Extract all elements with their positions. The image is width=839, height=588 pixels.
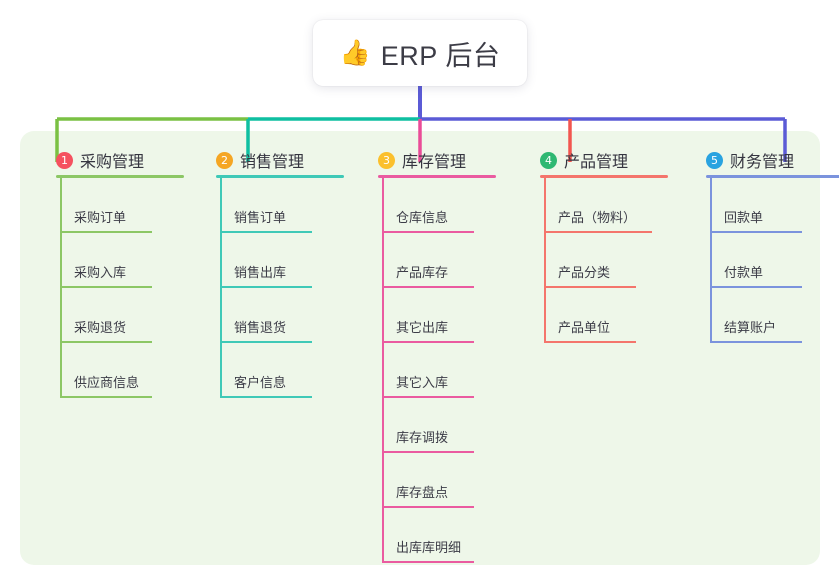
branch-leaf-item[interactable]: 付款单 [710,233,802,288]
branch-underline [378,175,496,178]
branch-number-badge: 2 [216,151,233,169]
branch-leaf-item[interactable]: 库存盘点 [382,453,474,508]
branch-leaf-item[interactable]: 结算账户 [710,288,802,343]
branch-leaf-label: 销售订单 [234,210,287,225]
branch-leaf-item[interactable]: 产品（物料） [544,178,652,233]
branch-leaf-underline [710,231,802,233]
branch-leaf-item[interactable]: 客户信息 [220,343,312,398]
branch-leaf-item[interactable]: 其它出库 [382,288,474,343]
branch-underline [540,175,668,178]
branch-header-5[interactable]: 5 财务管理 [706,148,794,172]
branch-leaf-underline [220,286,312,288]
branch-leaf-label: 销售退货 [234,320,287,335]
branch-leaf-label: 产品单位 [558,320,611,335]
branch-header-2[interactable]: 2 销售管理 [216,148,304,172]
branch-leaf-underline [382,506,474,508]
branch-leaf-label: 付款单 [724,265,764,280]
branch-header-3[interactable]: 3 库存管理 [378,148,466,172]
branch-leaf-label: 结算账户 [724,320,777,335]
branch-leaf-label: 采购订单 [74,210,127,225]
branch-header-1[interactable]: 1 采购管理 [56,148,144,172]
branch-leaf-item[interactable]: 产品分类 [544,233,636,288]
branch-leaf-underline [60,341,152,343]
branch-leaf-label: 产品（物料） [558,210,637,225]
branch-leaf-underline [710,341,802,343]
branch-number-badge: 5 [706,151,723,169]
branch-title: 财务管理 [730,154,795,171]
branch-leaf-underline [544,341,636,343]
branch-leaf-label: 其它入库 [396,375,449,390]
branch-leaf-underline [382,341,474,343]
branch-title: 产品管理 [564,154,629,171]
branch-spine [710,178,712,343]
branch-number-badge: 4 [540,151,557,169]
branch-leaf-label: 采购退货 [74,320,127,335]
branch-leaf-underline [544,231,652,233]
branch-leaf-item[interactable]: 供应商信息 [60,343,152,398]
branch-leaf-item[interactable]: 产品单位 [544,288,636,343]
branch-leaf-item[interactable]: 采购退货 [60,288,152,343]
root-node-title: ERP 后台 [380,40,501,71]
branch-leaf-label: 产品分类 [558,265,611,280]
branch-leaf-item[interactable]: 销售退货 [220,288,312,343]
branch-underline [216,175,344,178]
branch-leaf-label: 客户信息 [234,375,287,390]
branch-leaf-underline [382,451,474,453]
branch-leaf-item[interactable]: 销售出库 [220,233,312,288]
branch-leaf-label: 其它出库 [396,320,449,335]
branch-leaf-label: 出库库明细 [396,540,462,555]
branch-leaf-item[interactable]: 回款单 [710,178,802,233]
branch-leaf-underline [382,231,474,233]
branch-columns: 1 采购管理采购订单采购入库采购退货供应商信息 2 销售管理销售订单销售出库销售退货客… [20,131,839,565]
branch-leaf-item[interactable]: 库存调拨 [382,398,474,453]
branch-number-badge: 1 [56,151,73,169]
branch-header-4[interactable]: 4 产品管理 [540,148,628,172]
branch-leaf-underline [382,286,474,288]
branch-leaf-item[interactable]: 仓库信息 [382,178,474,233]
branch-leaf-item[interactable]: 销售订单 [220,178,312,233]
branch-leaf-item[interactable]: 采购订单 [60,178,152,233]
root-node[interactable]: 👍 ERP 后台 [313,20,527,86]
branch-underline [706,175,839,178]
branch-leaf-label: 仓库信息 [396,210,449,225]
branch-title: 库存管理 [402,154,467,171]
branch-leaf-underline [60,286,152,288]
branch-leaf-label: 库存盘点 [396,485,449,500]
branch-leaf-label: 采购入库 [74,265,127,280]
root-node-content: 👍 ERP 后台 [340,34,501,73]
branch-leaf-underline [220,341,312,343]
branch-leaf-item[interactable]: 采购入库 [60,233,152,288]
branch-title: 销售管理 [240,154,305,171]
branch-spine [220,178,222,398]
branch-leaf-item[interactable]: 出库库明细 [382,508,474,563]
branch-underline [56,175,184,178]
branch-leaf-label: 库存调拨 [396,430,449,445]
branch-number-badge: 3 [378,151,395,169]
branch-panel [20,131,820,565]
branch-leaf-underline [382,561,474,563]
branch-leaf-label: 供应商信息 [74,375,140,390]
branch-spine [382,178,384,563]
branch-leaf-underline [544,286,636,288]
branch-leaf-item[interactable]: 产品库存 [382,233,474,288]
branch-leaf-underline [60,396,152,398]
branch-leaf-label: 销售出库 [234,265,287,280]
thumbs-up-icon: 👍 [339,38,371,67]
branch-leaf-label: 回款单 [724,210,764,225]
branch-leaf-item[interactable]: 其它入库 [382,343,474,398]
branch-title: 采购管理 [80,154,145,171]
branch-leaf-underline [60,231,152,233]
branch-leaf-underline [382,396,474,398]
branch-spine [60,178,62,398]
branch-leaf-underline [220,396,312,398]
branch-leaf-label: 产品库存 [396,265,449,280]
branch-leaf-underline [220,231,312,233]
branch-spine [544,178,546,343]
branch-leaf-underline [710,286,802,288]
